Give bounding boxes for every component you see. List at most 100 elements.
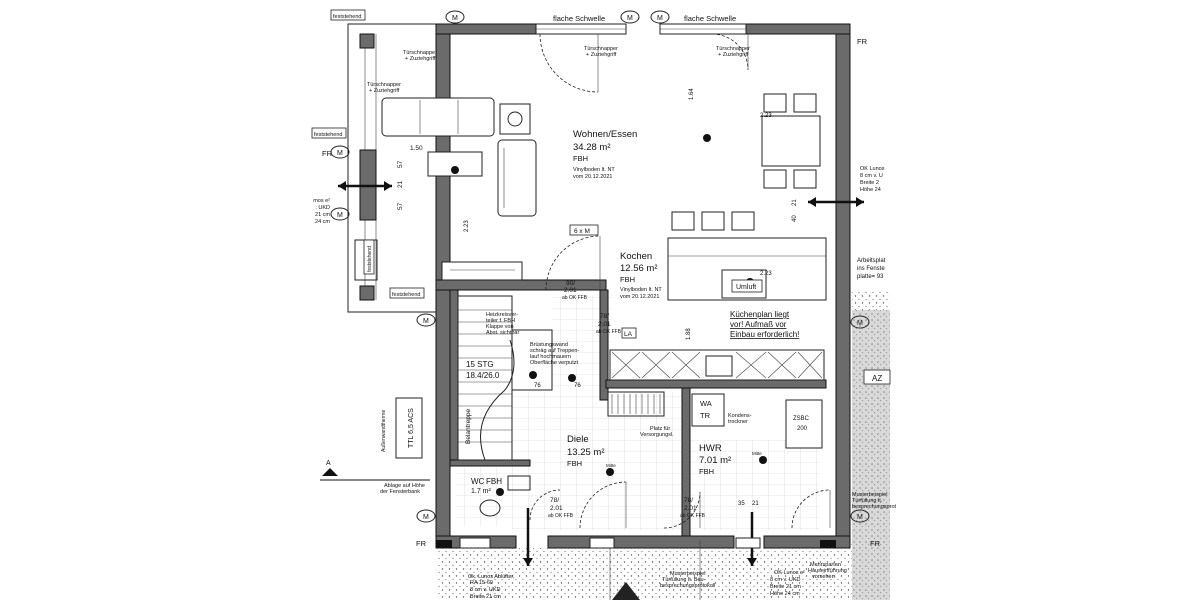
- dim-76b: 76: [574, 383, 581, 389]
- label-feststehend-4: feststehend: [367, 246, 373, 272]
- ttl-box: [395, 397, 423, 459]
- staircase: [457, 295, 553, 461]
- m-markers: [330, 10, 870, 523]
- room-floor-wohnen-1: Vinylboden lt. NT: [573, 167, 615, 173]
- label-lunos-r-2: 8 cm v. UKD: [770, 577, 800, 583]
- exterior-gravel-right: [852, 310, 890, 600]
- opening-4a: 78/: [684, 497, 693, 504]
- wc-fixtures: [479, 475, 531, 517]
- opening-4b: 2.01: [684, 505, 697, 512]
- label-kuechenplan-3: Einbau erforderlich!: [730, 330, 799, 339]
- label-muster-b-3: besprechungsprotokoll: [660, 583, 715, 589]
- label-mehrsparten-1: Mehrsparten: [810, 562, 841, 568]
- room-name-wc: WC: [471, 477, 485, 486]
- room-floor-kochen-1: Vinylboden lt. NT: [620, 287, 662, 293]
- speaker-box: [499, 103, 531, 135]
- sofa: [381, 97, 495, 137]
- label-az: AZ: [872, 374, 882, 383]
- label-ok-lunos-tr-3: Breite 2: [860, 180, 879, 186]
- shelf-hatch: [607, 391, 665, 417]
- label-m-1: M: [452, 15, 458, 22]
- dim-188: 1.88: [686, 328, 692, 340]
- opening-2a: 78/: [600, 313, 609, 320]
- label-tuerschnapper-3a: Türschnapper: [584, 46, 618, 52]
- label-mitte-2: Mitte: [606, 463, 616, 468]
- label-m-3: M: [657, 15, 663, 22]
- opening-1b: 2.01: [564, 287, 577, 294]
- room-name-diele: Diele: [567, 434, 589, 445]
- dim-223b: 2.23: [760, 113, 772, 119]
- label-la: LA: [624, 331, 633, 338]
- floor-tiles-diele: [512, 392, 688, 530]
- dim-223c: 2.23: [760, 271, 772, 277]
- room-floor-wohnen-2: vom 20.12.2021: [573, 174, 612, 180]
- label-tuerschnapper-1b: + Zuziehgriff: [405, 56, 436, 62]
- room-name-hwr: HWR: [699, 443, 722, 454]
- feststehend-box-2: [311, 127, 347, 139]
- section-marker-bottom: [612, 582, 640, 600]
- label-ok-lunos-tr-1: OK Lunos: [860, 166, 885, 172]
- label-ablage-2: der Fensterbank: [380, 489, 420, 495]
- label-arbeit-3: platte= 93: [857, 274, 884, 280]
- armchair: [497, 139, 537, 217]
- label-m-2: M: [627, 15, 633, 22]
- label-mos-1: mos e²: [313, 198, 330, 204]
- label-fr-1: FR: [857, 37, 868, 46]
- label-lunos-r-3: Breite 21 cm: [770, 584, 801, 590]
- label-m-4: M: [337, 150, 343, 157]
- label-m-8: M: [857, 514, 863, 521]
- outer-walls: [435, 23, 851, 549]
- label-m-6x: 6 x M: [574, 228, 590, 235]
- dim-35: 35: [738, 501, 745, 507]
- tv-board: [441, 261, 523, 281]
- label-muster-r-2: Türfüllung lt.: [852, 498, 883, 504]
- label-m-5: M: [337, 212, 343, 219]
- label-tuerschnapper-2b: + Zuziehgriff: [369, 88, 400, 94]
- dim-150: 1.50: [410, 145, 423, 152]
- washer-box: [691, 393, 725, 427]
- opening-3b: 2.01: [550, 505, 563, 512]
- label-kuechenplan-1: Küchenplan liegt: [730, 310, 790, 319]
- label-flache-schwelle-2: flache Schwelle: [684, 14, 736, 23]
- bar-stools: [671, 211, 755, 231]
- label-feststehend-1: feststehend: [333, 14, 361, 20]
- feststehend-box-3: [389, 287, 425, 299]
- label-heizkreis-3: Klappe von: [486, 324, 514, 330]
- opening-3c: ab OK FFB: [548, 513, 574, 519]
- label-m-9: M: [857, 320, 863, 327]
- label-a-marker: A: [326, 460, 331, 467]
- label-ablage-1: Ablage auf Höhe: [384, 483, 425, 489]
- opening-4c: ab OK FFB: [680, 513, 706, 519]
- label-feststehend-3: feststehend: [392, 292, 420, 298]
- label-tuerschnapper-2a: Türschnapper: [367, 82, 401, 88]
- room-name-wohnen: Wohnen/Essen: [573, 129, 637, 140]
- m6x-box: [569, 224, 599, 236]
- label-platz-2: Versorgungsl.: [640, 432, 674, 438]
- dim-223a: 2.23: [464, 220, 470, 232]
- label-tuerschnapper-1a: Türschnapper: [403, 50, 437, 56]
- exterior-dots-bottom: [436, 548, 852, 600]
- label-wa: WA: [700, 399, 712, 408]
- label-tr: TR: [700, 411, 711, 420]
- dim-40: 40: [792, 215, 798, 222]
- exterior-hatch-right: [852, 290, 890, 310]
- dim-57a: 57: [397, 160, 404, 168]
- label-m-7: M: [423, 514, 429, 521]
- room-heating-diele: FBH: [567, 459, 582, 468]
- exterior-dots-bottom-right: [785, 540, 852, 600]
- umluft-box: [731, 279, 763, 293]
- label-bruestung-3: lauf hochmauern: [530, 354, 571, 360]
- label-muster-r-3: besprechungsprot: [852, 504, 897, 510]
- label-belantreppe: Belantreppe: [465, 409, 472, 444]
- feststehend-box-1: [330, 9, 366, 21]
- dim-21a: 21: [397, 180, 404, 188]
- opening-1c: ab OK FFB: [562, 295, 588, 301]
- label-mos-2: : UKD: [315, 205, 330, 211]
- dim-57b: 57: [397, 202, 404, 210]
- label-lunos-l-4: Breite 21 cm: [470, 594, 501, 600]
- opening-2b: 2.01: [598, 321, 611, 328]
- label-heizkreis-2: teiler f. FBH: [486, 318, 515, 324]
- dim-21b: 21: [792, 199, 798, 206]
- label-bruestung-1: Brüstungswand: [530, 342, 568, 348]
- dim-164: 1.64: [689, 88, 695, 100]
